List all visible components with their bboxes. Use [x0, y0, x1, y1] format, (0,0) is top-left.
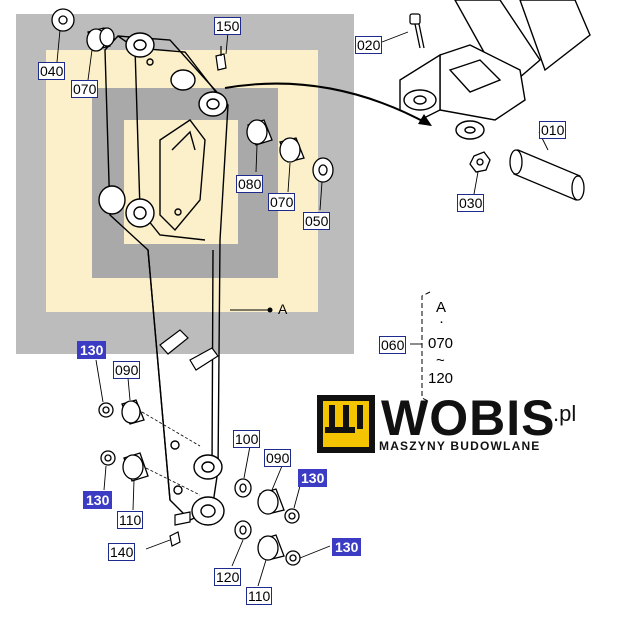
callout-130-left-top: 130	[77, 341, 107, 359]
assembly-arrow-head	[418, 114, 432, 126]
callout-070-top: 070	[71, 80, 99, 98]
bushing-110-left	[122, 452, 149, 482]
callout-070-right: 070	[268, 193, 296, 211]
arm-bosses	[98, 32, 228, 526]
washer-050	[312, 157, 334, 183]
bushing-070-right	[279, 137, 305, 163]
bushing-070-top	[86, 27, 115, 52]
note-dot: ·	[439, 313, 444, 330]
seal-130-left-bottom	[100, 450, 116, 466]
note-tilde: ~	[436, 352, 445, 369]
callout-110-right: 110	[246, 587, 273, 605]
axis-line-left-1	[141, 411, 201, 447]
boom-assembly	[399, 0, 591, 140]
arm-brackets	[159, 329, 219, 526]
assembly-arrow	[224, 82, 431, 126]
callout-080: 080	[236, 175, 264, 193]
leader-lines	[56, 29, 549, 587]
callout-030: 030	[457, 194, 485, 212]
callout-130-right-bottom: 130	[332, 538, 362, 556]
ref-a-dot	[267, 307, 273, 313]
callout-090-left: 090	[113, 361, 141, 379]
note-bracket	[421, 291, 431, 403]
callout-060: 060	[379, 336, 407, 354]
bushing-090-left	[121, 399, 145, 425]
axis-line-left-2	[145, 467, 201, 496]
pin-140	[169, 531, 181, 547]
callout-100: 100	[233, 430, 261, 448]
callout-020: 020	[355, 36, 383, 54]
callout-130-right-top: 130	[298, 469, 328, 487]
wobis-logo-mark	[317, 395, 375, 453]
callout-140: 140	[108, 543, 136, 561]
wobis-logo-tagline: MASZYNY BUDOWLANE	[379, 439, 541, 453]
wobis-logo-wordmark: WOBIS	[381, 390, 556, 446]
bolt-020	[409, 13, 425, 49]
bushing-080	[246, 119, 273, 146]
grease-fitting-150	[215, 46, 227, 71]
note-ref-a: A	[436, 299, 447, 316]
callout-150: 150	[214, 17, 242, 35]
callout-130-left-bottom: 130	[83, 491, 113, 509]
callout-050: 050	[303, 212, 331, 230]
callout-ref-a: A	[278, 301, 288, 317]
note-to: 120	[428, 370, 454, 387]
bushing-110-right	[257, 534, 285, 561]
bushing-090-right	[257, 488, 285, 515]
nut-030	[469, 151, 491, 173]
callout-040: 040	[38, 62, 66, 80]
washer-040	[51, 8, 75, 32]
seal-130-right-bottom	[285, 550, 301, 566]
highlight-overlay	[16, 14, 354, 354]
callout-090-right: 090	[264, 449, 292, 467]
wobis-logo: WOBIS .pl MASZYNY BUDOWLANE	[317, 390, 597, 457]
pin-010	[509, 149, 585, 201]
seal-130-left-top	[98, 402, 114, 418]
washer-100	[234, 478, 252, 498]
callout-010: 010	[539, 121, 567, 139]
washer-120	[234, 520, 252, 540]
wobis-logo-tld: .pl	[553, 401, 577, 426]
callout-110-left: 110	[117, 511, 144, 529]
callout-120: 120	[214, 568, 242, 586]
note-from: 070	[428, 335, 454, 352]
seal-130-right-top	[284, 508, 300, 524]
